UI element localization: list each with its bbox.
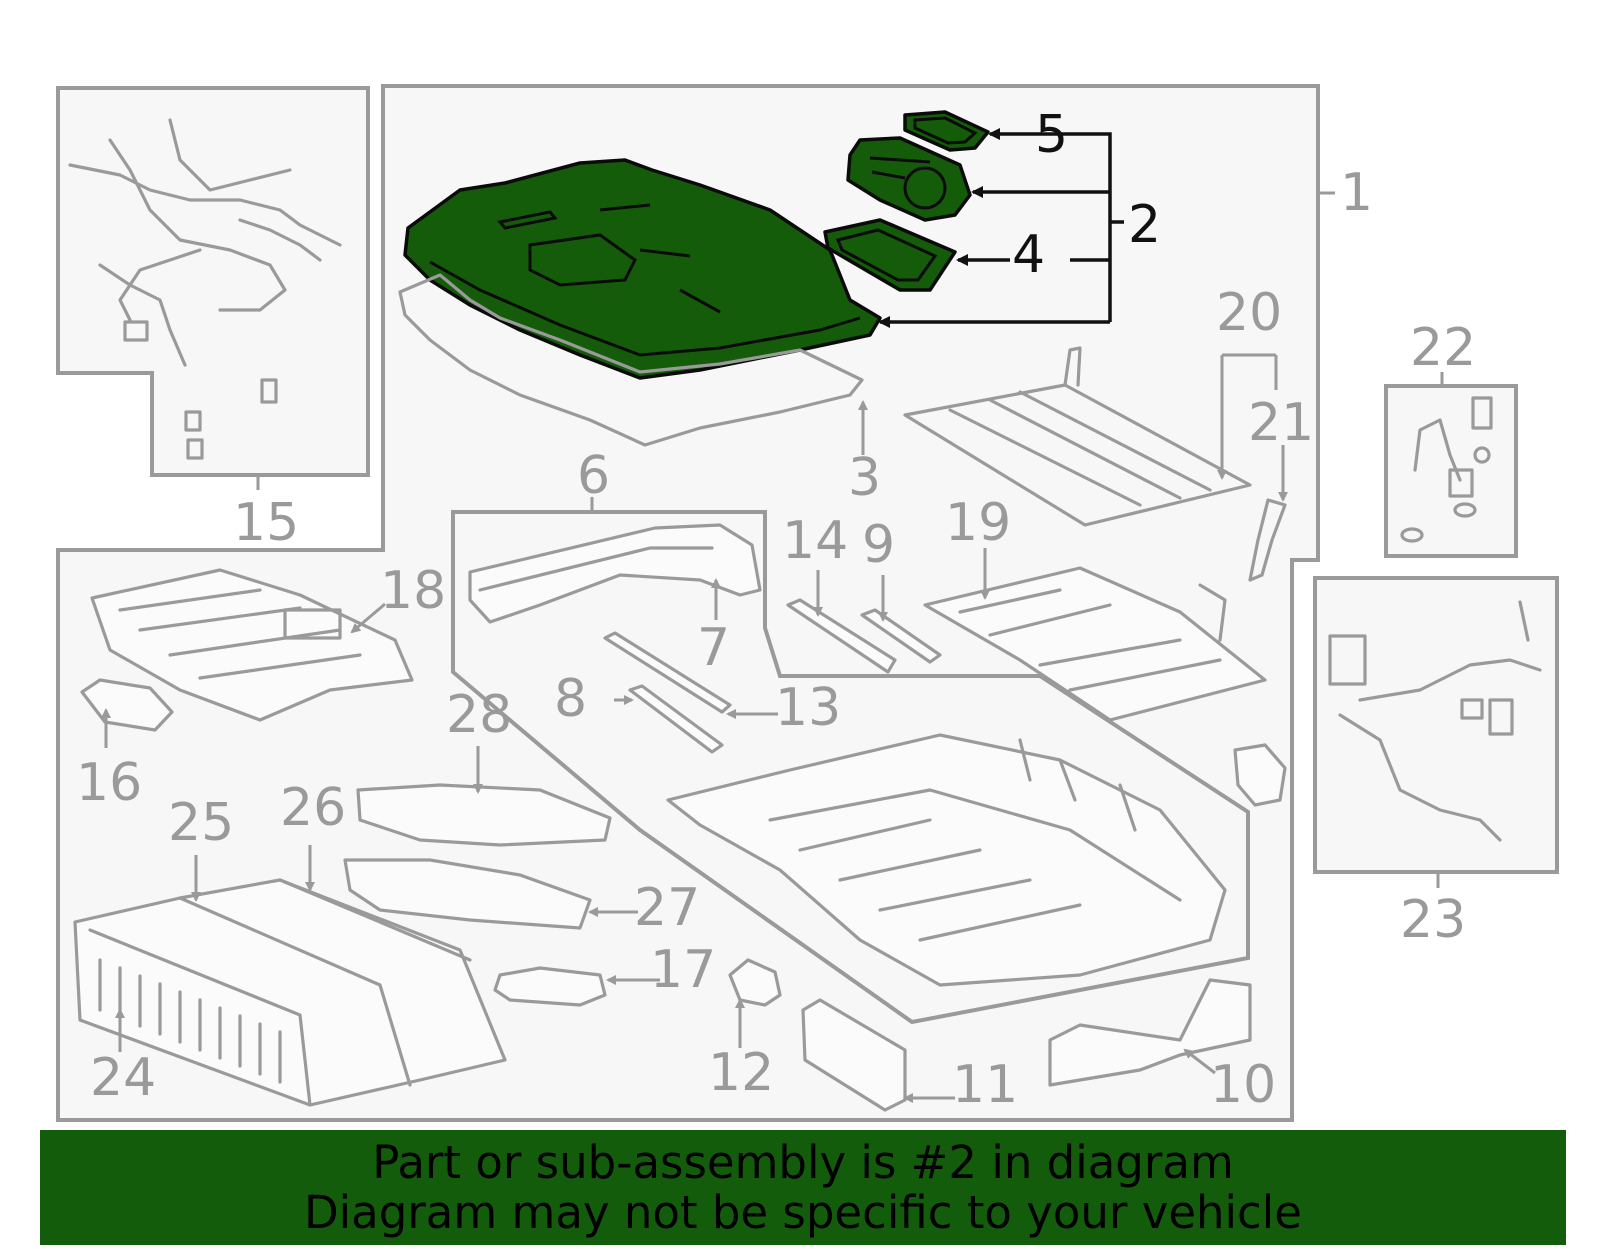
- info-banner: Part or sub-assembly is #2 in diagram Di…: [40, 1130, 1566, 1245]
- frame-sub-23: [1313, 576, 1559, 874]
- callout-14: 14: [782, 511, 848, 571]
- callout-22: 22: [1410, 318, 1476, 378]
- leader-lines: [101, 128, 1444, 1103]
- part-23-tube[interactable]: [1328, 600, 1542, 842]
- lower-case[interactable]: [666, 733, 1227, 987]
- callout-18: 18: [380, 561, 446, 621]
- part-14-rail[interactable]: [786, 598, 897, 674]
- part-13-strip[interactable]: [603, 631, 732, 714]
- part-17-module[interactable]: [493, 966, 607, 1007]
- part-20-carrier[interactable]: [903, 346, 1252, 527]
- callout-6: 6: [577, 446, 610, 506]
- callout-11: 11: [952, 1055, 1018, 1115]
- callout-4: 4: [1012, 225, 1045, 285]
- part-3-gasket[interactable]: [398, 273, 864, 447]
- callout-10: 10: [1210, 1055, 1276, 1115]
- callout-2: 2: [1128, 195, 1161, 255]
- callout-15: 15: [233, 493, 299, 553]
- frame-wire-harness: [56, 86, 370, 477]
- callout-26: 26: [280, 778, 346, 838]
- callout-17: 17: [650, 940, 716, 1000]
- banner-line-2: Diagram may not be specific to your vehi…: [304, 1186, 1302, 1239]
- callout-16: 16: [76, 753, 142, 813]
- part-18-plate[interactable]: [90, 568, 414, 722]
- part-2-cover-assembly[interactable]: [403, 110, 990, 380]
- callout-25: 25: [168, 793, 234, 853]
- callout-7: 7: [697, 618, 730, 678]
- part-19-tray[interactable]: [923, 566, 1267, 722]
- callout-3: 3: [848, 448, 881, 508]
- callout-23: 23: [1400, 890, 1466, 950]
- part-15-wire-harness[interactable]: [68, 118, 342, 460]
- battery-module-stacks[interactable]: [73, 878, 507, 1107]
- callout-27: 27: [634, 878, 700, 938]
- callout-5: 5: [1035, 105, 1068, 165]
- part-9-rail[interactable]: [860, 608, 942, 664]
- callout-19: 19: [945, 493, 1011, 553]
- part-27-cover[interactable]: [343, 858, 592, 930]
- callout-12: 12: [708, 1043, 774, 1103]
- part-8-strip[interactable]: [628, 684, 724, 754]
- callout-28: 28: [446, 685, 512, 745]
- banner-line-1: Part or sub-assembly is #2 in diagram: [372, 1136, 1234, 1189]
- part-22-sensor[interactable]: [1400, 396, 1493, 543]
- part-21-bracket[interactable]: [1248, 498, 1287, 582]
- callout-1: 1: [1340, 163, 1373, 223]
- callout-9: 9: [862, 515, 895, 575]
- callout-24: 24: [90, 1048, 156, 1108]
- callout-8: 8: [554, 669, 587, 729]
- callout-21: 21: [1248, 393, 1314, 453]
- part-10-bracket[interactable]: [1048, 978, 1252, 1087]
- callout-13: 13: [775, 678, 841, 738]
- callout-20: 20: [1216, 283, 1282, 343]
- part-bracket-small[interactable]: [1233, 743, 1287, 807]
